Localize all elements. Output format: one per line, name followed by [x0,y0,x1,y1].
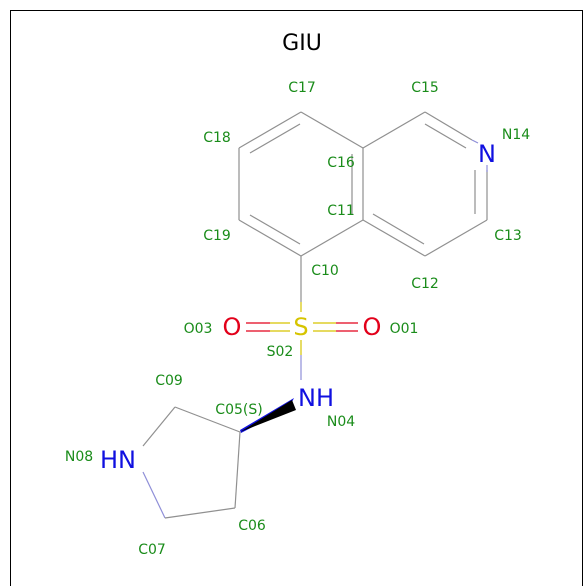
bond-c17-c18 [238,111,302,149]
bond-c16-c17 [300,111,364,149]
oxygen-left-symbol: O [223,313,242,341]
pyrrolidine-ring [142,406,241,519]
bond-c05-c09 [174,406,241,433]
atom-label-c16: C16 [327,155,355,171]
bond-c15-n14-tip [471,139,479,144]
bond-inner-c12-c11 [372,213,425,245]
wedge-bond-c05-n04-dark [240,400,296,432]
atom-label-c12: C12 [411,276,439,292]
atom-label-c06: C06 [238,518,266,534]
diagram-frame [10,10,583,586]
bond-inner-c19-c10 [249,214,301,245]
atom-label-n04: N04 [327,414,355,430]
sulfonyl-bonds [246,322,358,332]
bond-n08-c07 [142,471,166,519]
atom-label-c07: C07 [138,542,166,558]
nh-symbol: NH [298,384,334,412]
bond-c09-n08 [142,406,176,447]
bond-c12-c11 [362,219,426,257]
molecule-title: GIU [282,31,322,56]
bond-c06-c05 [234,431,241,509]
atom-label-n14: N14 [502,127,530,143]
atom-label-c17: C17 [288,80,316,96]
bond-c16-c15 [362,111,426,149]
pyridine-ring [362,111,488,257]
bond-c13-c12 [424,219,488,257]
atom-label-c11: C11 [327,203,355,219]
atom-label-c13: C13 [494,228,522,244]
atom-label-s02: S02 [267,344,294,360]
oxygen-right-symbol: O [363,313,382,341]
benzene-ring [238,111,364,257]
hn-symbol: HN [100,446,136,474]
atom-label-o03: O03 [184,321,213,337]
atom-label-c15: C15 [411,80,439,96]
sulfur-symbol: S [293,313,308,341]
atom-label-n08: N08 [65,449,93,465]
atom-label-c09: C09 [155,373,183,389]
bond-c15-n14 [424,111,473,141]
atom-label-c18: C18 [203,130,231,146]
bond-inner-c17-c18 [249,123,301,154]
bond-inner-c15-n14 [424,123,467,149]
atom-label-c05: C05(S) [215,402,262,418]
bond-c10-c11 [300,219,364,257]
atom-label-o01: O01 [390,321,419,337]
bond-c07-c06 [164,507,236,519]
atom-label-c19: C19 [203,228,231,244]
atom-label-c10: C10 [311,263,339,279]
nitrogen-ring-symbol: N [478,140,496,168]
bond-c19-c10 [238,219,302,257]
